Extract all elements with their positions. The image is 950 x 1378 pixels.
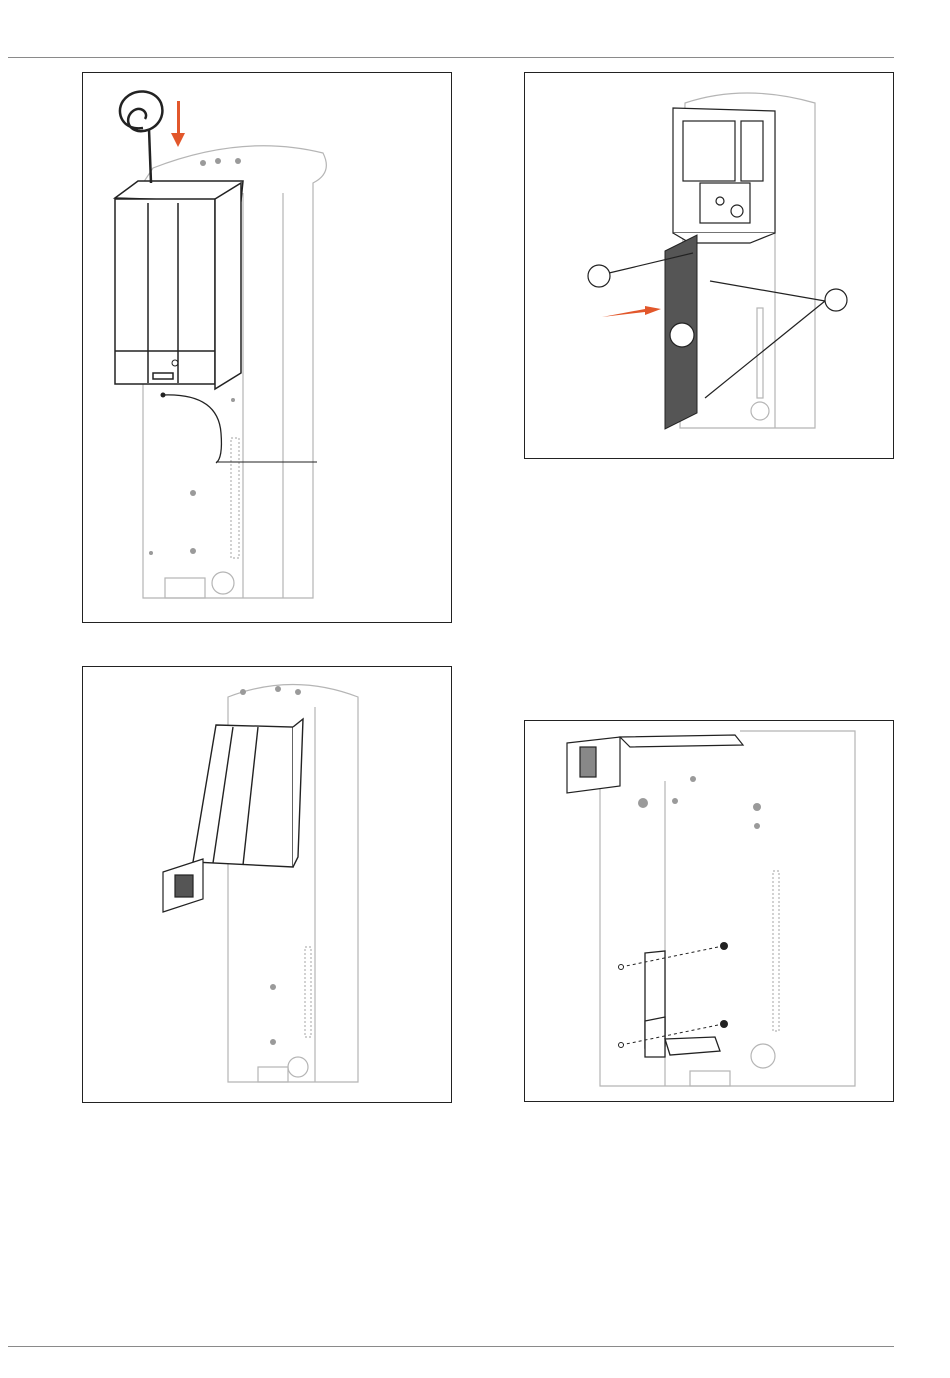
figure-2-front-panel: 191862283: [524, 72, 894, 459]
hinged-front-cover: [163, 859, 203, 912]
control-unit-box: [115, 181, 243, 389]
opened-appliance-frame: [673, 108, 775, 243]
cable-entry-point: [161, 393, 166, 398]
figure-1-drawing: [83, 73, 452, 623]
tilted-control-unit: [193, 719, 303, 867]
cover-hole: [670, 323, 694, 347]
down-arrow-icon: [171, 101, 185, 147]
callout-circle-icon: [588, 265, 610, 287]
header-rule: [8, 57, 894, 58]
cylinder-bolts: [638, 776, 761, 829]
figure-4-drawing: [525, 721, 894, 1102]
figure-2-drawing: [525, 73, 894, 459]
right-arrow-icon: [602, 306, 661, 317]
callout-circle-icon: [825, 289, 847, 311]
mounting-bracket: [645, 951, 720, 1057]
figure-1-cable-routing: 179522955: [82, 72, 452, 623]
figure-3-tilted-unit: 179525643: [82, 666, 452, 1103]
cylinder-body: [600, 731, 855, 1086]
coiled-cable-icon: [120, 91, 162, 183]
screw-points: [619, 942, 729, 1048]
figure-3-drawing: [83, 667, 452, 1103]
screw-guide-lines: [621, 946, 723, 1045]
sensor-cable: [163, 395, 221, 463]
footer-rule: [8, 1346, 894, 1347]
figure-4-bracket-mounting: 179737995: [524, 720, 894, 1102]
appliance-top-open: [567, 735, 743, 793]
callout-leaders: [609, 253, 825, 398]
